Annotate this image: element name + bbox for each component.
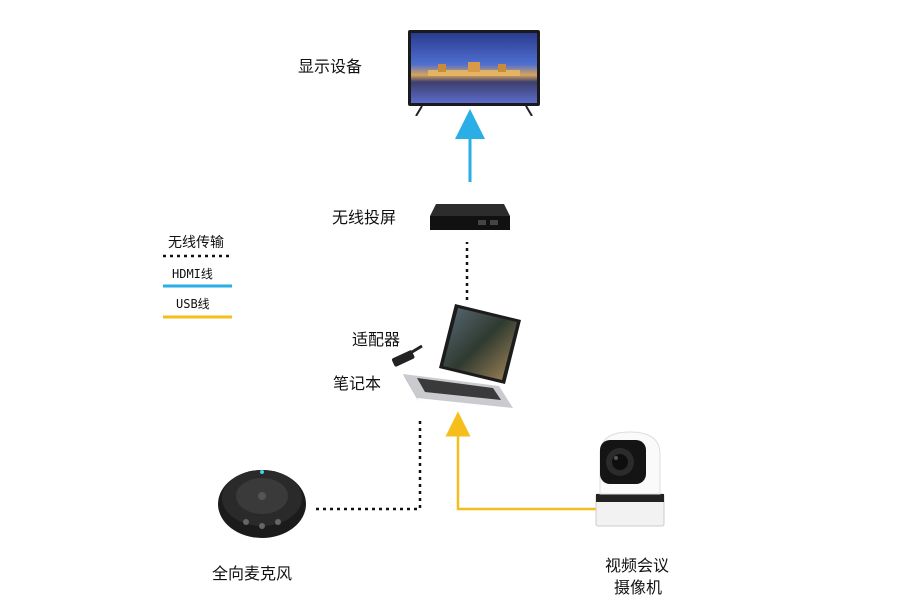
laptop-icon: [395, 302, 525, 417]
camera-label-line2: 摄像机: [614, 574, 662, 598]
legend-wireless-label: 无线传输: [168, 232, 224, 252]
laptop-label: 笔记本: [333, 370, 381, 394]
camera-label-line1: 视频会议: [605, 552, 669, 576]
usb-line: [458, 424, 596, 509]
display-label: 显示设备: [298, 53, 362, 77]
adapter-label: 适配器: [352, 326, 400, 350]
ptz-camera-icon: [588, 424, 672, 530]
display-tv-icon: [408, 30, 540, 116]
wireless-cast-box-icon: [428, 200, 512, 236]
speakerphone-icon: [216, 458, 308, 540]
speakerphone-label: 全向麦克风: [212, 560, 292, 584]
legend-usb-label: USB线: [176, 295, 210, 312]
legend-hdmi-label: HDMI线: [172, 265, 213, 282]
wireless-cast-label: 无线投屏: [332, 204, 396, 228]
wireless-line-speaker-laptop: [316, 421, 420, 509]
